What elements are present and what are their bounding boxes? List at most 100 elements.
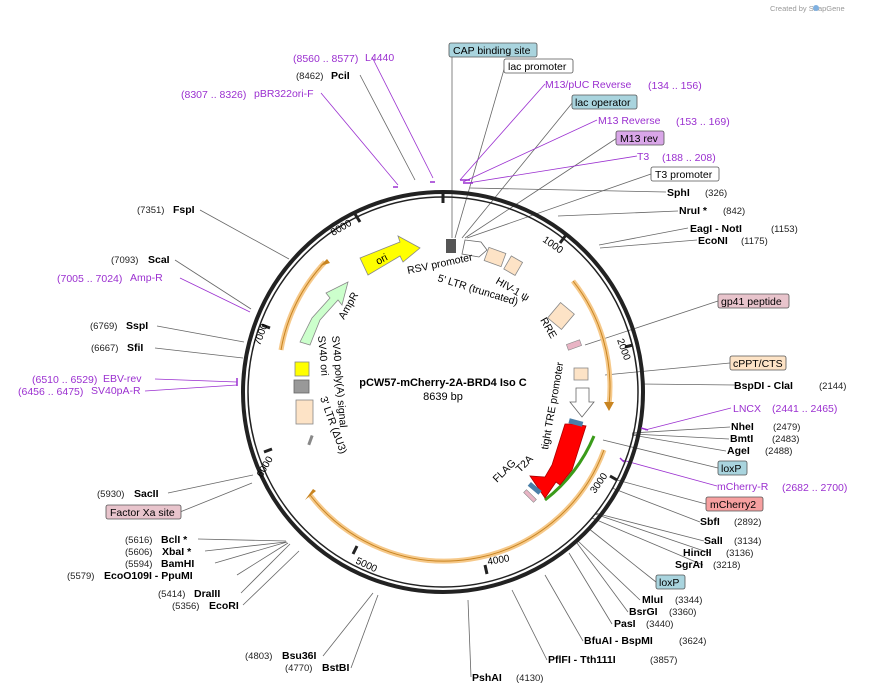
mcherry-arrow — [529, 423, 587, 499]
enzyme-pos: (5594) — [125, 559, 152, 570]
enzyme-name: SbfI — [700, 516, 720, 528]
enzyme-name: AgeI — [727, 445, 750, 457]
loxp-feature — [568, 418, 584, 427]
leader-lines — [144, 56, 736, 678]
flag-label: FLAG — [491, 457, 519, 485]
sv40-ori-label: SV40 ori — [315, 335, 330, 376]
enzyme-name: EagI - NotI — [690, 223, 742, 235]
enzyme-pos: (7351) — [137, 205, 164, 216]
enzyme-pos: (3857) — [650, 655, 677, 666]
loxp-label-2: loxP — [659, 577, 679, 589]
enzyme-name: BstBI — [322, 662, 350, 674]
enzyme-pos: (2483) — [772, 434, 799, 445]
primer-ebv: EBV-rev — [103, 373, 142, 385]
plasmid-name: pCW57-mCherry-2A-BRD4 Iso C — [359, 377, 527, 389]
primer-m13puc-range: (134 .. 156) — [648, 80, 702, 92]
enzyme-pos: (2488) — [765, 446, 792, 457]
cppt-cts-label: cPPT/CTS — [733, 358, 783, 370]
enzyme-name: BsrGI — [629, 606, 658, 618]
enzyme-pos: (842) — [723, 206, 745, 217]
enzyme-pos: (5356) — [172, 601, 199, 612]
primer-mcherry-r: mCherry-R — [717, 481, 769, 493]
primer-ebv-range: (6510 .. 6529) — [32, 374, 97, 386]
primer-mcherry-r-range: (2682 .. 2700) — [782, 482, 847, 494]
ori-feature — [359, 235, 421, 276]
brd4-arc — [544, 435, 596, 502]
loxp-label-1: loxP — [721, 463, 741, 475]
primer-pbr322ori: pBR322ori-F — [254, 88, 314, 100]
snapgene-watermark: Created by SnapGene — [770, 4, 845, 13]
enzyme-pos: (7093) — [111, 255, 138, 266]
primer-t3: T3 — [637, 151, 649, 163]
watermark-text: Created by SnapGene — [770, 4, 845, 13]
enzyme-pos: (2892) — [734, 517, 761, 528]
tre-promoter-arrow — [569, 387, 595, 418]
t3-promoter-label: T3 promoter — [655, 169, 713, 181]
enzyme-pos: (4770) — [285, 663, 312, 674]
primer-m13rev-range: (153 .. 169) — [676, 116, 730, 128]
primer-lncx: LNCX — [733, 403, 761, 415]
cppt-feature — [573, 367, 589, 381]
enzyme-pos: (3440) — [646, 619, 673, 630]
rre-feature — [547, 301, 575, 331]
flag-feature — [527, 481, 542, 495]
enzyme-name: EcoNI — [698, 235, 728, 247]
enzyme-name: BspDI - ClaI — [734, 380, 793, 392]
enzyme-pos: (3218) — [713, 560, 740, 571]
primer-labels: (8560 .. 8577) L4440 (8307 .. 8326) pBR3… — [18, 52, 847, 494]
enzyme-name: PasI — [614, 618, 636, 630]
orf-arrowheads — [305, 259, 614, 500]
inner-labels: RSV promoter 5' LTR (truncated) HIV-1 ψ … — [315, 251, 566, 485]
primer-sv40pa-range: (6456 .. 6475) — [18, 386, 83, 398]
enzyme-name: PciI — [331, 70, 350, 82]
enzyme-pos: (5606) — [125, 547, 152, 558]
enzyme-pos: (2144) — [819, 381, 846, 392]
ori-label: ori — [374, 252, 390, 268]
enzyme-pos: (1153) — [771, 224, 798, 235]
enzyme-name: SfiI — [127, 342, 143, 354]
enzyme-name: SgrAI — [675, 559, 703, 571]
primer-pbr322ori-range: (8307 .. 8326) — [181, 89, 246, 101]
enzyme-name: BfuAI - BspMI — [584, 635, 653, 647]
sv40-ori-feature — [294, 361, 310, 377]
enzyme-name: MluI — [642, 594, 663, 606]
tick-label-2000: 2000 — [614, 337, 632, 362]
enzyme-pos: (2479) — [773, 422, 800, 433]
enzyme-name: SspI — [126, 320, 148, 332]
enzyme-name: ScaI — [148, 254, 170, 266]
primer-lncx-range: (2441 .. 2465) — [772, 403, 837, 415]
enzyme-name: NheI — [731, 421, 754, 433]
cpp-mark — [307, 434, 314, 446]
enzyme-pos: (3134) — [734, 536, 761, 547]
primer-marks — [236, 179, 649, 463]
cap-binding-site-label: CAP binding site — [453, 45, 531, 57]
primer-m13rev: M13 Reverse — [598, 115, 661, 127]
enzyme-pos: (4803) — [245, 651, 272, 662]
enzyme-name: BmtI — [730, 433, 753, 445]
lac-promoter-label: lac promoter — [508, 61, 567, 73]
t2a-feature — [523, 489, 537, 503]
primer-l4440-range: (8560 .. 8577) — [293, 53, 358, 65]
enzyme-pos: (6667) — [91, 343, 118, 354]
enzyme-pos: (1175) — [741, 236, 768, 247]
enzyme-name: EcoO109I - PpuMI — [104, 570, 193, 582]
lac-operator-label: lac operator — [575, 97, 631, 109]
enzyme-name: XbaI * — [162, 546, 192, 558]
features — [293, 235, 595, 503]
tick-label-6000: 6000 — [255, 454, 276, 479]
enzyme-name: PflFI - Tth111I — [548, 654, 616, 666]
mcherry2-label: mCherry2 — [710, 499, 756, 511]
factor-xa-site-label: Factor Xa site — [110, 507, 175, 519]
sv40-polya-feature — [293, 379, 310, 394]
enzyme-pos: (3344) — [675, 595, 702, 606]
enzyme-name: HincII — [683, 547, 712, 559]
enzyme-name: SacII — [134, 488, 159, 500]
5ltr-feature — [461, 239, 488, 258]
rsv-promoter-feature — [446, 239, 456, 253]
enzyme-name: BclI * — [161, 534, 188, 546]
primer-ampr: Amp-R — [130, 272, 163, 284]
enzyme-pos: (6769) — [90, 321, 117, 332]
enzyme-pos: (3360) — [669, 607, 696, 618]
snapgene-logo-icon — [813, 5, 819, 11]
